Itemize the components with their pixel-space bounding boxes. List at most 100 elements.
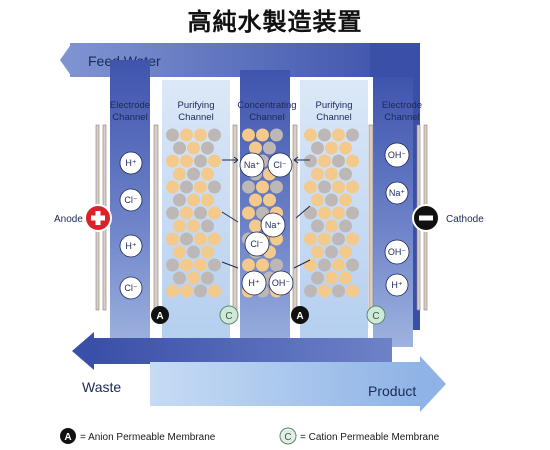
right-electrode-flow <box>373 77 413 347</box>
resin-bead <box>311 219 324 233</box>
resin-bead <box>187 245 200 259</box>
resin-bead <box>346 206 359 220</box>
resin-bead <box>180 232 193 246</box>
waste-flow: Waste <box>72 332 392 395</box>
resin-bead <box>318 180 331 194</box>
ion-label: Cl⁻ <box>124 195 137 205</box>
resin-bead <box>187 271 200 285</box>
resin-bead <box>339 141 352 155</box>
resin-bead <box>242 128 255 142</box>
cathode-label: Cathode <box>446 214 484 225</box>
resin-bead <box>166 154 179 168</box>
resin-bead <box>346 258 359 272</box>
channel-label-purifying-left-2: Channel <box>178 112 213 123</box>
resin-bead <box>325 219 338 233</box>
resin-bead <box>173 141 186 155</box>
resin-bead <box>304 154 317 168</box>
ion-label: Cl⁻ <box>273 160 286 170</box>
resin-bead <box>332 180 345 194</box>
resin-bead <box>256 180 269 194</box>
page-title: 高純水製造装置 <box>187 8 363 36</box>
resin-bead <box>194 232 207 246</box>
minus-icon <box>419 215 433 221</box>
resin-bead <box>201 193 214 207</box>
resin-bead <box>166 180 179 194</box>
resin-bead <box>339 193 352 207</box>
resin-bead <box>339 167 352 181</box>
resin-bead <box>270 258 283 272</box>
resin-bead <box>242 180 255 194</box>
channel-labels: Electrode Channel Purifying Channel Conc… <box>110 100 422 123</box>
ion-label: H⁺ <box>248 278 259 288</box>
resin-bead <box>311 193 324 207</box>
resin-bead <box>166 232 179 246</box>
resin-bead <box>304 180 317 194</box>
resin-bead <box>311 245 324 259</box>
cation-marker-right: C <box>372 311 379 322</box>
resin-bead <box>332 232 345 246</box>
legend-anion-symbol: A <box>64 432 71 443</box>
resin-bead <box>187 193 200 207</box>
resin-bead <box>318 154 331 168</box>
resin-bead <box>332 154 345 168</box>
resin-bead <box>173 193 186 207</box>
anode: Anode <box>54 204 112 232</box>
resin-bead <box>332 284 345 298</box>
resin-bead <box>263 141 276 155</box>
resin-bead <box>304 232 317 246</box>
channel-label-purifying-left-1: Purifying <box>178 100 215 111</box>
membrane-markers: A C A C <box>151 305 386 325</box>
resin-bead <box>304 206 317 220</box>
resin-bead <box>201 219 214 233</box>
anion-marker-right: A <box>296 311 303 322</box>
resin-bead <box>318 284 331 298</box>
resin-bead <box>346 284 359 298</box>
resin-bead <box>256 258 269 272</box>
resin-bead <box>173 167 186 181</box>
resin-bead <box>180 128 193 142</box>
resin-bead <box>194 154 207 168</box>
resin-bead <box>346 232 359 246</box>
channel-label-electrode-right-1: Electrode <box>382 100 422 111</box>
resin-bead <box>304 284 317 298</box>
resin-bead <box>304 128 317 142</box>
resin-bead <box>270 128 283 142</box>
resin-bead <box>325 193 338 207</box>
ion-label: Na⁺ <box>389 188 406 198</box>
resin-bead <box>166 128 179 142</box>
resin-bead <box>318 232 331 246</box>
ion-arrows <box>221 156 311 269</box>
resin-bead <box>339 245 352 259</box>
ion-left-electrode: H⁺ Cl⁻ H⁺ Cl⁻ <box>119 151 143 300</box>
resin-bead <box>332 258 345 272</box>
resin-bead <box>346 180 359 194</box>
resin-bead <box>263 193 276 207</box>
resin-bead <box>201 141 214 155</box>
resin-bead <box>201 245 214 259</box>
ion-right-electrode: OH⁻ Na⁺ OH⁻ H⁺ <box>384 142 410 297</box>
resin-bead <box>249 219 262 233</box>
resin-bead <box>249 141 262 155</box>
channel-label-concentrating-1: Concentrating <box>237 100 296 111</box>
resin-bead <box>311 141 324 155</box>
resin-bead <box>325 271 338 285</box>
ion-label: H⁺ <box>125 158 136 168</box>
resin-bead <box>166 284 179 298</box>
resin-bead <box>270 180 283 194</box>
resin-bead <box>173 271 186 285</box>
channel-label-electrode-left-1: Electrode <box>110 100 150 111</box>
resin-bead <box>180 284 193 298</box>
resin-bead <box>180 180 193 194</box>
resin-bead <box>346 154 359 168</box>
resin-bead <box>325 245 338 259</box>
resin-bead <box>318 128 331 142</box>
resin-bead <box>311 167 324 181</box>
resin-bead <box>194 258 207 272</box>
legend-anion-text: = Anion Permeable Membrane <box>80 432 216 443</box>
ion-label: H⁺ <box>125 241 136 251</box>
resin-bead <box>332 206 345 220</box>
resin-bead <box>208 128 221 142</box>
resin-bead <box>339 271 352 285</box>
resin-bead <box>318 206 331 220</box>
ion-label: H⁺ <box>391 280 402 290</box>
